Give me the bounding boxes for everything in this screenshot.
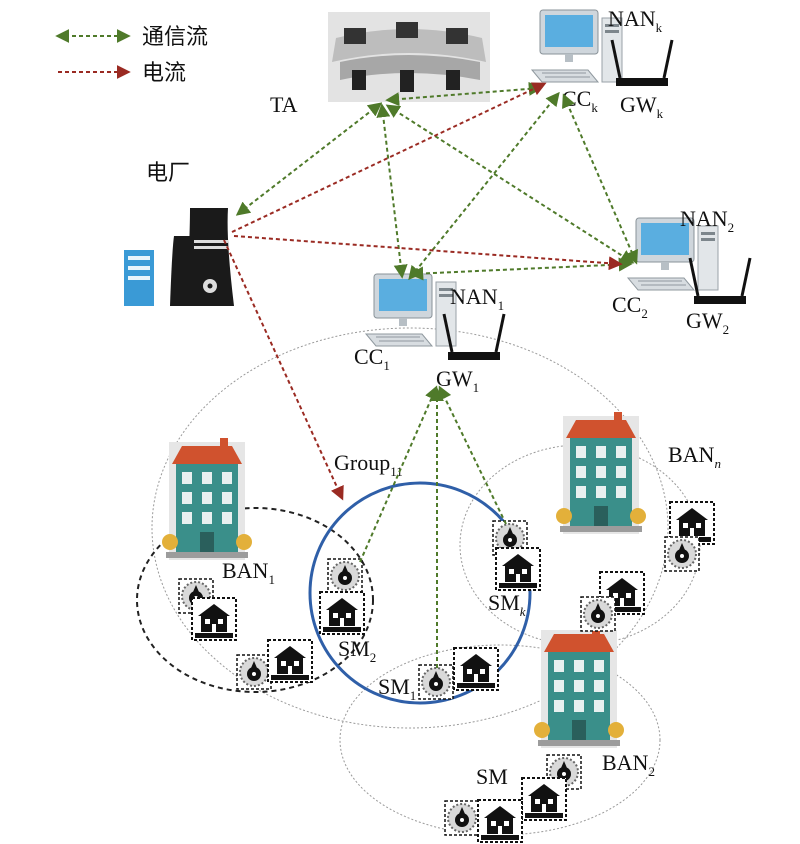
nan1-coverage-ring [151, 327, 669, 729]
ban-2-group: BAN2 [534, 626, 655, 779]
meter-house-icon [319, 591, 365, 635]
link-smk-gw1 [438, 385, 507, 525]
power-plant-to-cc2 [233, 235, 623, 271]
sm-2-label: SM2 [338, 636, 376, 665]
gw-2-label: GW2 [686, 308, 729, 337]
link-cck-cc2 [562, 93, 638, 265]
link-ta-cc2 [385, 104, 635, 264]
cc-2-node: NAN2 CC2 GW2 [612, 206, 752, 337]
communication-links [235, 81, 638, 668]
ban-2-ring [339, 644, 661, 836]
cc-2-label: CC2 [612, 292, 648, 321]
meter-house-icon [267, 639, 313, 683]
ban-n-group: BANn [556, 412, 721, 534]
cc-1-computer [365, 273, 457, 347]
legend-power: 电流 [142, 61, 186, 86]
gw-1-label: GW1 [436, 366, 479, 395]
cc-k-node: NANk CCk GWk [531, 6, 674, 121]
meter-house-icon [495, 547, 541, 591]
group-11-label: Group11 [334, 450, 403, 479]
smart-meters: SM2 SM1 SMk SM [178, 501, 715, 843]
ban-n-building [556, 412, 646, 534]
legend: 通信流 电流 [55, 25, 208, 86]
nan-2-label: NAN2 [680, 206, 734, 235]
sm-k-label: SMk [488, 590, 526, 619]
link-cck-cc1 [408, 91, 560, 281]
power-plant-node: 电厂 [124, 161, 234, 306]
power-plant-label: 电厂 [146, 161, 190, 186]
meter-house-icon [191, 597, 237, 641]
cc-1-node: NAN1 CC1 GW1 [354, 273, 506, 395]
link-sm2-gw1 [359, 385, 438, 563]
ban-2-label: BAN2 [602, 750, 655, 779]
cc-k-label: CCk [562, 86, 598, 115]
meter-gauge-icon [664, 536, 700, 572]
link-cc1-cc2 [409, 257, 633, 281]
cc-1-label: CC1 [354, 344, 390, 373]
legend-communication: 通信流 [142, 25, 208, 50]
ban-1-label: BAN1 [222, 558, 275, 587]
ban-2-building [534, 626, 624, 748]
group-11-circle [308, 481, 532, 705]
link-ta-plant [235, 102, 383, 216]
nan-1-label: NAN1 [450, 284, 504, 313]
meter-house-icon [521, 777, 567, 821]
nan-k-label: NANk [608, 6, 663, 35]
gw-k-label: GWk [620, 92, 664, 121]
ban-1-group: BAN1 [162, 438, 275, 587]
sm-ban2-label: SM [476, 764, 508, 789]
power-plant-to-cck [231, 82, 547, 233]
meter-gauge-icon [444, 800, 480, 836]
meter-house-icon [477, 799, 523, 843]
ta-node: TA [270, 12, 490, 117]
meter-gauge-icon [580, 596, 616, 632]
power-links [223, 82, 623, 501]
link-ta-cc1 [376, 103, 408, 279]
power-plant-to-group [223, 239, 344, 501]
ta-label: TA [270, 92, 298, 117]
meter-house-icon [453, 647, 499, 691]
ban-n-label: BANn [668, 442, 721, 471]
ban-1-building [162, 438, 252, 560]
meter-gauge-icon [418, 664, 454, 700]
ban-1-ring [136, 507, 374, 693]
sm-1-label: SM1 [378, 674, 416, 703]
meter-gauge-icon [236, 654, 272, 690]
link-ta-cck [385, 81, 543, 107]
coverage-rings [136, 327, 701, 836]
meter-gauge-icon [327, 558, 363, 594]
